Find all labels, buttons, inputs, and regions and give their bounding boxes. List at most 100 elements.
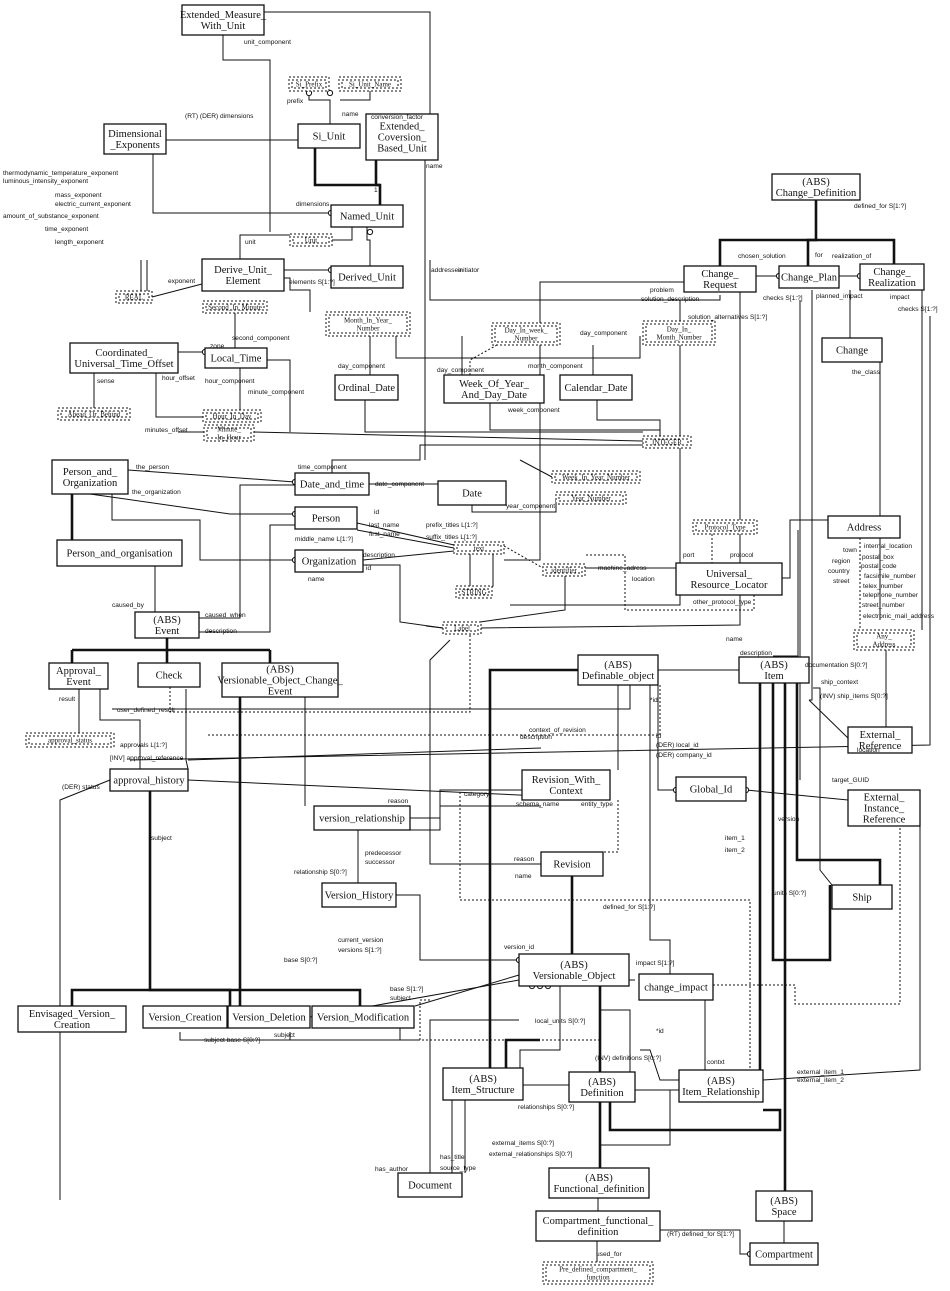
relationship-line — [504, 1038, 540, 1068]
attribute-label: the_person — [136, 464, 169, 471]
document-box — [397, 1172, 463, 1198]
dimensional-exponents-box — [103, 123, 167, 155]
attribute-label: units S[0:?] — [773, 890, 806, 897]
relationship-line — [479, 576, 566, 623]
attribute-label: item_2 — [725, 847, 745, 854]
change-request-text: Request — [703, 280, 737, 291]
derive-unit-element-text: Derive_Unit_ — [214, 265, 272, 276]
ordinal-date-text: Ordinal_Date — [338, 383, 395, 394]
person-and-organization-text: Organization — [63, 478, 118, 489]
relationship-line — [152, 154, 331, 214]
compartment-entity: Compartment — [749, 1242, 819, 1266]
second-in-minute-type: Second_In_Minute — [202, 300, 268, 314]
attribute-label: context_of_revision — [529, 727, 586, 734]
relationship-line — [308, 91, 331, 124]
relationship-line — [208, 685, 661, 736]
relationship-line — [816, 238, 896, 264]
si-unit-text: Si_Unit — [313, 132, 346, 143]
text-inner-box — [456, 544, 502, 552]
attribute-label: base S[0:?] — [284, 957, 318, 964]
minute-in-hour-inner-box — [206, 427, 252, 439]
si-prefix-inner-box — [291, 79, 327, 89]
attribute-label: (INV) ship_items S[0:?] — [820, 693, 888, 700]
text-type: text — [453, 541, 505, 555]
relationship-line — [410, 805, 541, 831]
week-of-year-and-day-date-text: Week_Of_Year_ — [459, 379, 530, 390]
attribute-label: prefix — [287, 98, 304, 105]
attribute-label: other_protocol_type — [693, 599, 752, 606]
attribute-label: hour_component — [205, 378, 255, 385]
ahead-or-behind-text: Ahead_Or_Behind — [68, 411, 121, 419]
person-entity: Person — [294, 506, 358, 530]
date-entity: Date — [437, 480, 507, 506]
definable-object-text: Definable_object — [582, 671, 654, 682]
named-unit-entity: Named_Unit — [330, 204, 404, 228]
external-reference-text: Reference — [859, 741, 902, 752]
minute-in-hour-text: Minute_ — [217, 426, 241, 434]
functional-definition-box — [548, 1167, 650, 1199]
relationship-line — [657, 685, 676, 791]
version-deletion-text: Version_Deletion — [232, 1013, 306, 1024]
attribute-label: subject base S[0:?] — [204, 1037, 260, 1044]
relationship-line — [414, 974, 520, 1007]
change-realization-box — [859, 263, 925, 291]
relationship-line — [356, 522, 455, 546]
item-structure-box — [442, 1067, 524, 1101]
external-instance-reference-text: External_ — [864, 793, 906, 804]
attribute-label: length_exponent — [55, 239, 104, 246]
change-entity: Change — [821, 337, 883, 363]
address-box — [827, 515, 901, 539]
attribute-label: user_defined_result — [117, 707, 175, 714]
real-text: REAL — [125, 294, 143, 302]
item-box — [738, 656, 810, 684]
attribute-label: street_number — [862, 602, 905, 609]
ordinal-date-box — [334, 374, 399, 401]
attribute-label: (RT) (DER) dimensions — [185, 113, 254, 120]
relationship-lines — [59, 11, 931, 1262]
extended-coversion-based-unit-text: Coversion_ — [378, 133, 427, 144]
attribute-label: defined_for S[1:?] — [603, 904, 655, 911]
item-entity: (ABS)Item — [738, 656, 810, 684]
relationship-line — [150, 988, 362, 1006]
pre-defined-compartment-function-type: Pre_defined_compartment_function — [542, 1261, 654, 1285]
relationship-line — [762, 826, 921, 1081]
minute-in-hour-type: Minute_In_Hour — [203, 424, 255, 442]
attribute-label: month_component — [528, 363, 583, 370]
relationship-line — [640, 1049, 679, 1081]
calendar-date-box — [559, 374, 633, 401]
relationship-end-circle — [366, 228, 374, 236]
extended-measure-with-unit-text: Extended_Measure_ — [180, 10, 267, 21]
envisaged-version-creation-text: Creation — [54, 1020, 91, 1031]
attribute-label: second_component — [232, 335, 290, 342]
relationship-line — [649, 683, 671, 974]
attribute-label: description — [363, 552, 395, 559]
attribute-label: last_name — [369, 522, 400, 529]
universal-resource-locator-text: Resource_Locator — [691, 580, 768, 591]
change-plan-entity: Change_Plan — [778, 265, 840, 289]
check-entity: Check — [137, 662, 201, 688]
attribute-label: version — [778, 816, 800, 823]
attribute-label: realization_of — [832, 253, 871, 260]
relationship-line — [459, 789, 751, 1070]
relationship-line — [771, 683, 832, 962]
relationship-line — [471, 498, 557, 513]
relationship-line — [429, 260, 684, 301]
revision-with-context-entity: Revision_With_Context — [521, 769, 611, 801]
attribute-label: protocol — [730, 552, 754, 559]
attribute-label: region — [832, 558, 851, 565]
date-and-time-text: Date_and_time — [300, 480, 364, 491]
relationship-line — [809, 290, 813, 701]
relationship-line — [374, 160, 382, 205]
si-unit-box — [297, 123, 361, 149]
attribute-label: zone — [210, 343, 225, 350]
ahead-or-behind-type: Ahead_Or_Behind — [57, 407, 131, 421]
attribute-label: *id — [656, 1028, 664, 1035]
relationship-line — [362, 550, 455, 561]
derived-unit-entity: Derived_Unit — [330, 265, 404, 289]
version-relationship-entity: version_relationship — [313, 805, 411, 831]
attribute-label: electronic_mail_address — [863, 613, 935, 620]
universal-resource-locator-entity: Universal_Resource_Locator — [675, 562, 783, 596]
identifier-inner-box — [545, 566, 583, 574]
attribute-label: thermodynamic_temperature_exponent — [3, 170, 118, 177]
month-in-year-number-inner-box — [328, 314, 408, 334]
